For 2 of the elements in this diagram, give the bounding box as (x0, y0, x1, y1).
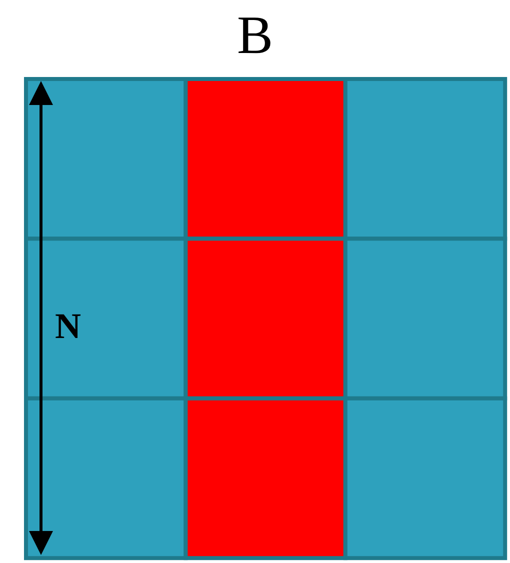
axis-label: N (55, 308, 81, 344)
axis-label: B (236, 8, 274, 62)
